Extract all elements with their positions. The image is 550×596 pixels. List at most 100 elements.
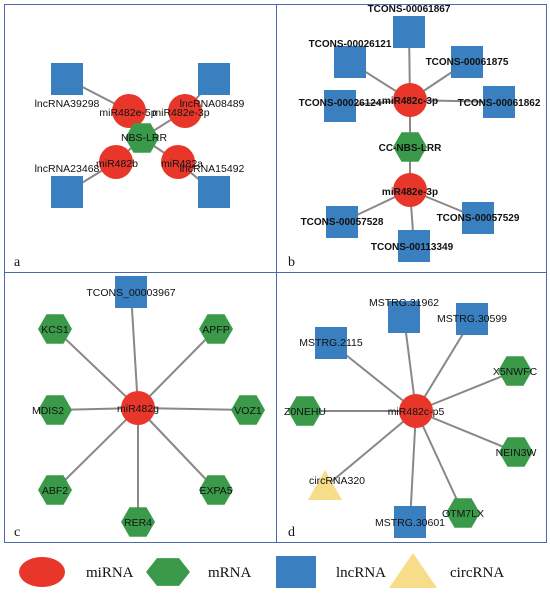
edge-mirg-abf2	[54, 407, 139, 491]
node-label-mira: miR482a	[161, 158, 203, 170]
node-label-m30599: MSTRG.30599	[437, 313, 507, 325]
node-ccnbs	[393, 132, 427, 162]
node-mire3p	[393, 173, 427, 207]
node-t57528	[326, 206, 358, 238]
node-label-m31962: MSTRG.31962	[369, 297, 439, 309]
node-label-t61875: TCONS-00061875	[426, 57, 509, 68]
node-mir5p	[112, 94, 146, 128]
node-tc3967	[115, 276, 147, 308]
edge-mirg-voz1	[137, 407, 249, 411]
node-kcs1	[38, 314, 72, 344]
legend-mrna-symbol	[146, 558, 190, 586]
legend-label-mirna: miRNA	[86, 565, 134, 581]
node-label-kcs1: KCS1	[41, 324, 69, 336]
node-mircp5	[399, 394, 433, 428]
node-t61862	[483, 86, 515, 118]
node-label-z0nehu: Z0NEHU	[284, 406, 326, 418]
panel-label-c: c	[14, 525, 20, 540]
edge-mirg-kcs1	[54, 328, 139, 409]
node-circ320	[308, 470, 342, 500]
node-x5nwfc	[498, 356, 532, 386]
node-t57529	[462, 202, 494, 234]
node-t26121	[334, 46, 366, 78]
node-label-mdis2: MDIS2	[32, 405, 64, 417]
node-m30599	[456, 303, 488, 335]
node-label-m30601: MSTRG.30601	[375, 517, 445, 529]
node-label-t61867: TCONS-00061867	[368, 4, 451, 15]
node-label-t57528: TCONS-00057528	[301, 217, 384, 228]
node-label-nein3w: NEIN3W	[496, 447, 537, 459]
node-label-lnc08489: lncRNA08489	[180, 98, 245, 110]
node-label-t26121: TCONS-00026121	[309, 39, 392, 50]
node-label-t57529: TCONS-00057529	[437, 213, 520, 224]
node-lnc15492	[198, 176, 230, 208]
edge-mircp5-circ320	[324, 410, 417, 488]
node-label-t113349: TCONS-00113349	[371, 242, 454, 253]
node-expa5	[199, 475, 233, 505]
node-label-nbs: NBS-LRR	[121, 132, 168, 144]
node-label-otm7lx: OTM7LX	[442, 508, 484, 520]
node-label-apfp: APFP	[202, 324, 229, 336]
node-m30601	[394, 506, 426, 538]
legend-mirna-symbol	[19, 557, 65, 587]
node-label-abf2: ABF2	[42, 485, 68, 497]
legend-lncrna-symbol	[276, 556, 316, 588]
node-apfp	[199, 314, 233, 344]
edge-mirg-apfp	[137, 328, 217, 409]
legend-label-mrna: mRNA	[208, 565, 252, 581]
node-label-lnc15492: lncRNA15492	[180, 163, 245, 175]
node-label-mirg: miR482g	[117, 403, 159, 415]
node-label-mire3p: miR482e-3p	[382, 187, 438, 198]
edge-mirg-expa5	[137, 407, 217, 491]
edge-mircp5-m30601	[409, 410, 417, 523]
node-label-tc3967: TCONS_00003967	[86, 287, 175, 299]
node-nein3w	[499, 437, 533, 467]
node-m31962	[388, 301, 420, 333]
panel-frame-d	[276, 272, 547, 543]
panel-label-a: a	[14, 255, 21, 270]
node-mdis2	[38, 395, 72, 425]
panel-label-d: d	[288, 525, 295, 540]
node-lnc23468	[51, 176, 83, 208]
node-mira	[161, 145, 195, 179]
node-label-mir5p: miR482e-5p	[99, 107, 156, 119]
node-lnc08489	[198, 63, 230, 95]
panel-label-b: b	[288, 255, 295, 270]
node-t61867	[393, 16, 425, 48]
node-mirg	[121, 391, 155, 425]
node-t113349	[398, 230, 430, 262]
node-label-mirb: miR482b	[96, 158, 138, 170]
legend-circrna-symbol	[389, 553, 437, 588]
node-t61875	[451, 46, 483, 78]
legend-label-lncrna: lncRNA	[336, 565, 386, 581]
node-label-t26124: TCONS-00026124	[299, 98, 382, 109]
node-label-m2115: MSTRG.2115	[299, 337, 363, 349]
node-label-x5nwfc: X5NWFC	[493, 366, 538, 378]
node-label-lnc39298: lncRNA39298	[35, 98, 100, 110]
node-mirb	[99, 145, 133, 179]
node-t26124	[324, 90, 356, 122]
node-lnc39298	[51, 63, 83, 95]
node-nbs	[125, 123, 159, 153]
edge-mircp5-x5nwfc	[415, 370, 516, 412]
node-label-expa5: EXPA5	[199, 485, 232, 497]
node-label-mir3p: miR482e-3p	[152, 107, 209, 119]
node-label-t61862: TCONS-00061862	[458, 98, 541, 109]
node-m2115	[315, 327, 347, 359]
edge-mirg-tc3967	[130, 291, 139, 409]
node-label-mircp5: miR482c-p5	[388, 406, 445, 418]
node-mir3p	[168, 94, 202, 128]
node-label-mirc3p: miR482c-3p	[382, 96, 438, 107]
node-label-lnc23468: lncRNA23468	[35, 163, 100, 175]
legend-label-circrna: circRNA	[450, 565, 504, 581]
node-mirc3p	[393, 83, 427, 117]
node-abf2	[38, 475, 72, 505]
node-rer4	[121, 507, 155, 537]
edge-mircp5-otm7lx	[415, 410, 464, 514]
node-otm7lx	[446, 498, 480, 528]
node-label-circ320: circRNA320	[309, 475, 365, 487]
node-label-rer4: RER4	[124, 517, 152, 529]
node-label-voz1: VOZ1	[234, 405, 262, 417]
node-label-ccnbs: CC-NBS-LRR	[379, 143, 443, 154]
